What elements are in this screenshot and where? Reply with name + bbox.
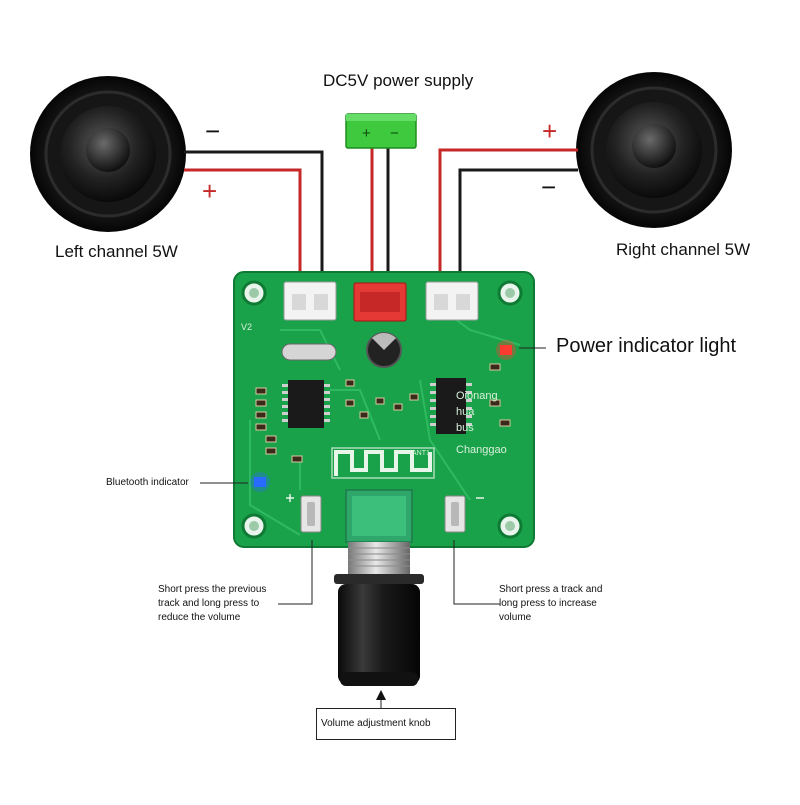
right-negative-wire: [458, 168, 578, 280]
volume-knob-label: Volume adjustment knob: [316, 708, 456, 740]
bluetooth-chip: [288, 380, 324, 428]
right-speaker-connector: [425, 281, 479, 321]
terminal-plus-sign: +: [362, 125, 371, 142]
left-positive-wire: [184, 168, 302, 280]
previous-button: [300, 495, 322, 533]
crystal-oscillator: [281, 343, 337, 361]
board-brand-line-1: Oionang: [456, 390, 498, 402]
right-speaker-wires: [438, 148, 578, 280]
terminal-minus-sign: −: [390, 125, 399, 142]
pcb-antenna: [334, 450, 432, 476]
smd-components: [255, 363, 511, 463]
board-brand-line-4: Changgao: [456, 444, 507, 456]
left-minus-sign: −: [205, 116, 220, 146]
volume-knob: [334, 489, 424, 686]
power-wires: [370, 148, 390, 282]
left-speaker: [30, 76, 186, 232]
right-channel-label: Right channel 5W: [616, 240, 751, 259]
right-positive-wire: [438, 148, 578, 280]
power-led: [496, 340, 516, 360]
right-plus-sign: +: [542, 116, 557, 146]
left-channel-label: Left channel 5W: [55, 242, 178, 261]
power-terminal: + −: [345, 113, 417, 149]
bluetooth-indicator-label: Bluetooth indicator: [106, 477, 189, 488]
antenna-label: ANT1: [412, 450, 430, 457]
left-plus-sign: +: [202, 176, 217, 206]
amplifier-chip: [436, 378, 466, 434]
board-brand-line-3: bus: [456, 422, 474, 434]
left-button-label: Short press the previous track and long …: [158, 584, 267, 623]
left-speaker-connector: [283, 281, 337, 321]
power-indicator-label: Power indicator light: [556, 335, 737, 357]
bluetooth-led: [250, 472, 270, 492]
board-brand-line-2: hua: [456, 406, 475, 418]
knob-pointer-arrow: [376, 690, 386, 700]
left-negative-wire: [184, 150, 324, 280]
leader-lines: [200, 347, 546, 708]
left-speaker-wires: [184, 150, 324, 280]
mounting-holes: [241, 280, 523, 539]
right-speaker: [576, 72, 732, 228]
pcb-board: [233, 271, 535, 548]
next-button: [444, 495, 466, 533]
right-button-label: Short press a track and long press to in…: [499, 584, 603, 623]
right-minus-sign: −: [541, 172, 556, 202]
board-version: V2: [241, 322, 253, 332]
power-supply-label: DC5V power supply: [323, 71, 474, 90]
